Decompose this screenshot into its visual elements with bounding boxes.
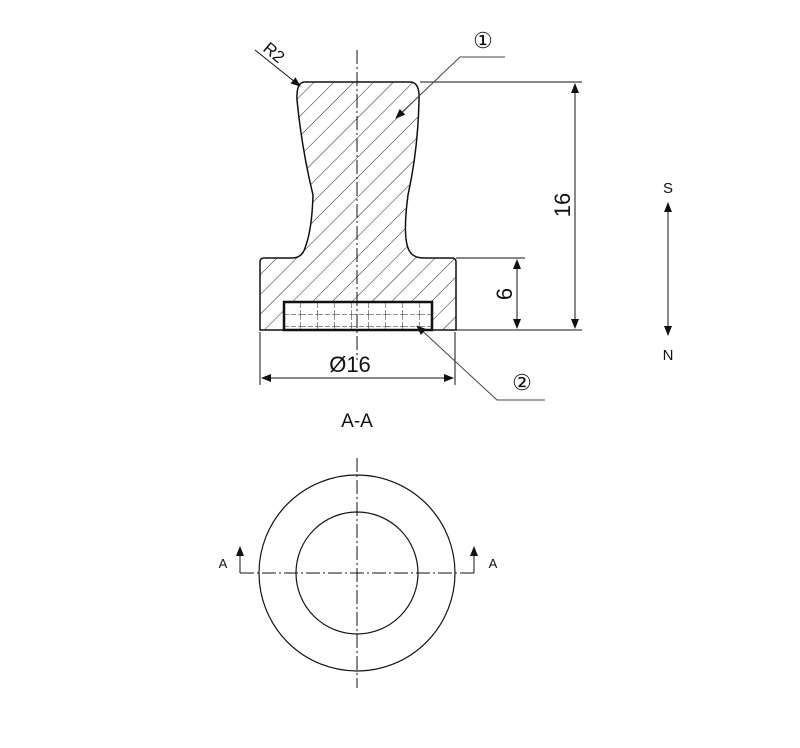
- radius-leader: [254, 49, 301, 87]
- section-title: A-A: [341, 411, 373, 432]
- balloon-1-leader: [395, 56, 505, 119]
- dim-6-label: 6: [492, 288, 517, 300]
- part-body-section: [259, 81, 457, 331]
- cut-label-left: A: [219, 556, 228, 571]
- balloon-1: ①: [473, 28, 493, 53]
- pole-south-label: S: [663, 180, 673, 197]
- diameter-label: Ø16: [329, 352, 371, 377]
- pole-north-label: N: [663, 347, 674, 364]
- cut-label-right: A: [489, 556, 498, 571]
- dim-16-label: 16: [550, 193, 575, 217]
- radius-label: R2: [259, 39, 288, 68]
- balloon-2-leader: [416, 325, 545, 401]
- balloon-2: ②: [512, 370, 532, 395]
